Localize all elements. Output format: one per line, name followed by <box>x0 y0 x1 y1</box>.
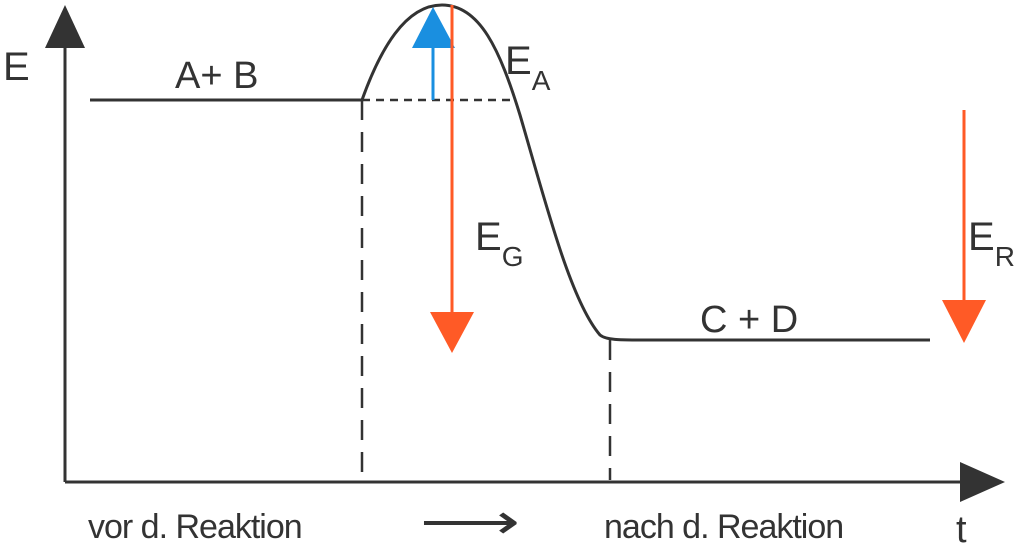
products-label: C + D <box>700 299 798 341</box>
activation-arrowhead <box>412 7 455 48</box>
energy-curve <box>90 3 930 342</box>
direction-arrow: ⟶ <box>420 496 520 546</box>
ea-label: EA <box>505 39 551 96</box>
y-axis-label: E <box>3 45 30 89</box>
er-label: ER <box>968 215 1015 272</box>
x-axis-label: t <box>956 509 967 546</box>
after-reaction-label: nach d. Reaktion <box>604 508 843 546</box>
er-arrowhead <box>942 300 986 343</box>
before-reaction-label: vor d. Reaktion <box>88 508 302 546</box>
y-axis-arrowhead <box>45 5 85 48</box>
reactants-label: A+ B <box>175 55 258 97</box>
eg-arrowhead <box>430 312 474 353</box>
eg-label: EG <box>475 215 523 272</box>
x-axis-arrowhead <box>960 462 1005 502</box>
